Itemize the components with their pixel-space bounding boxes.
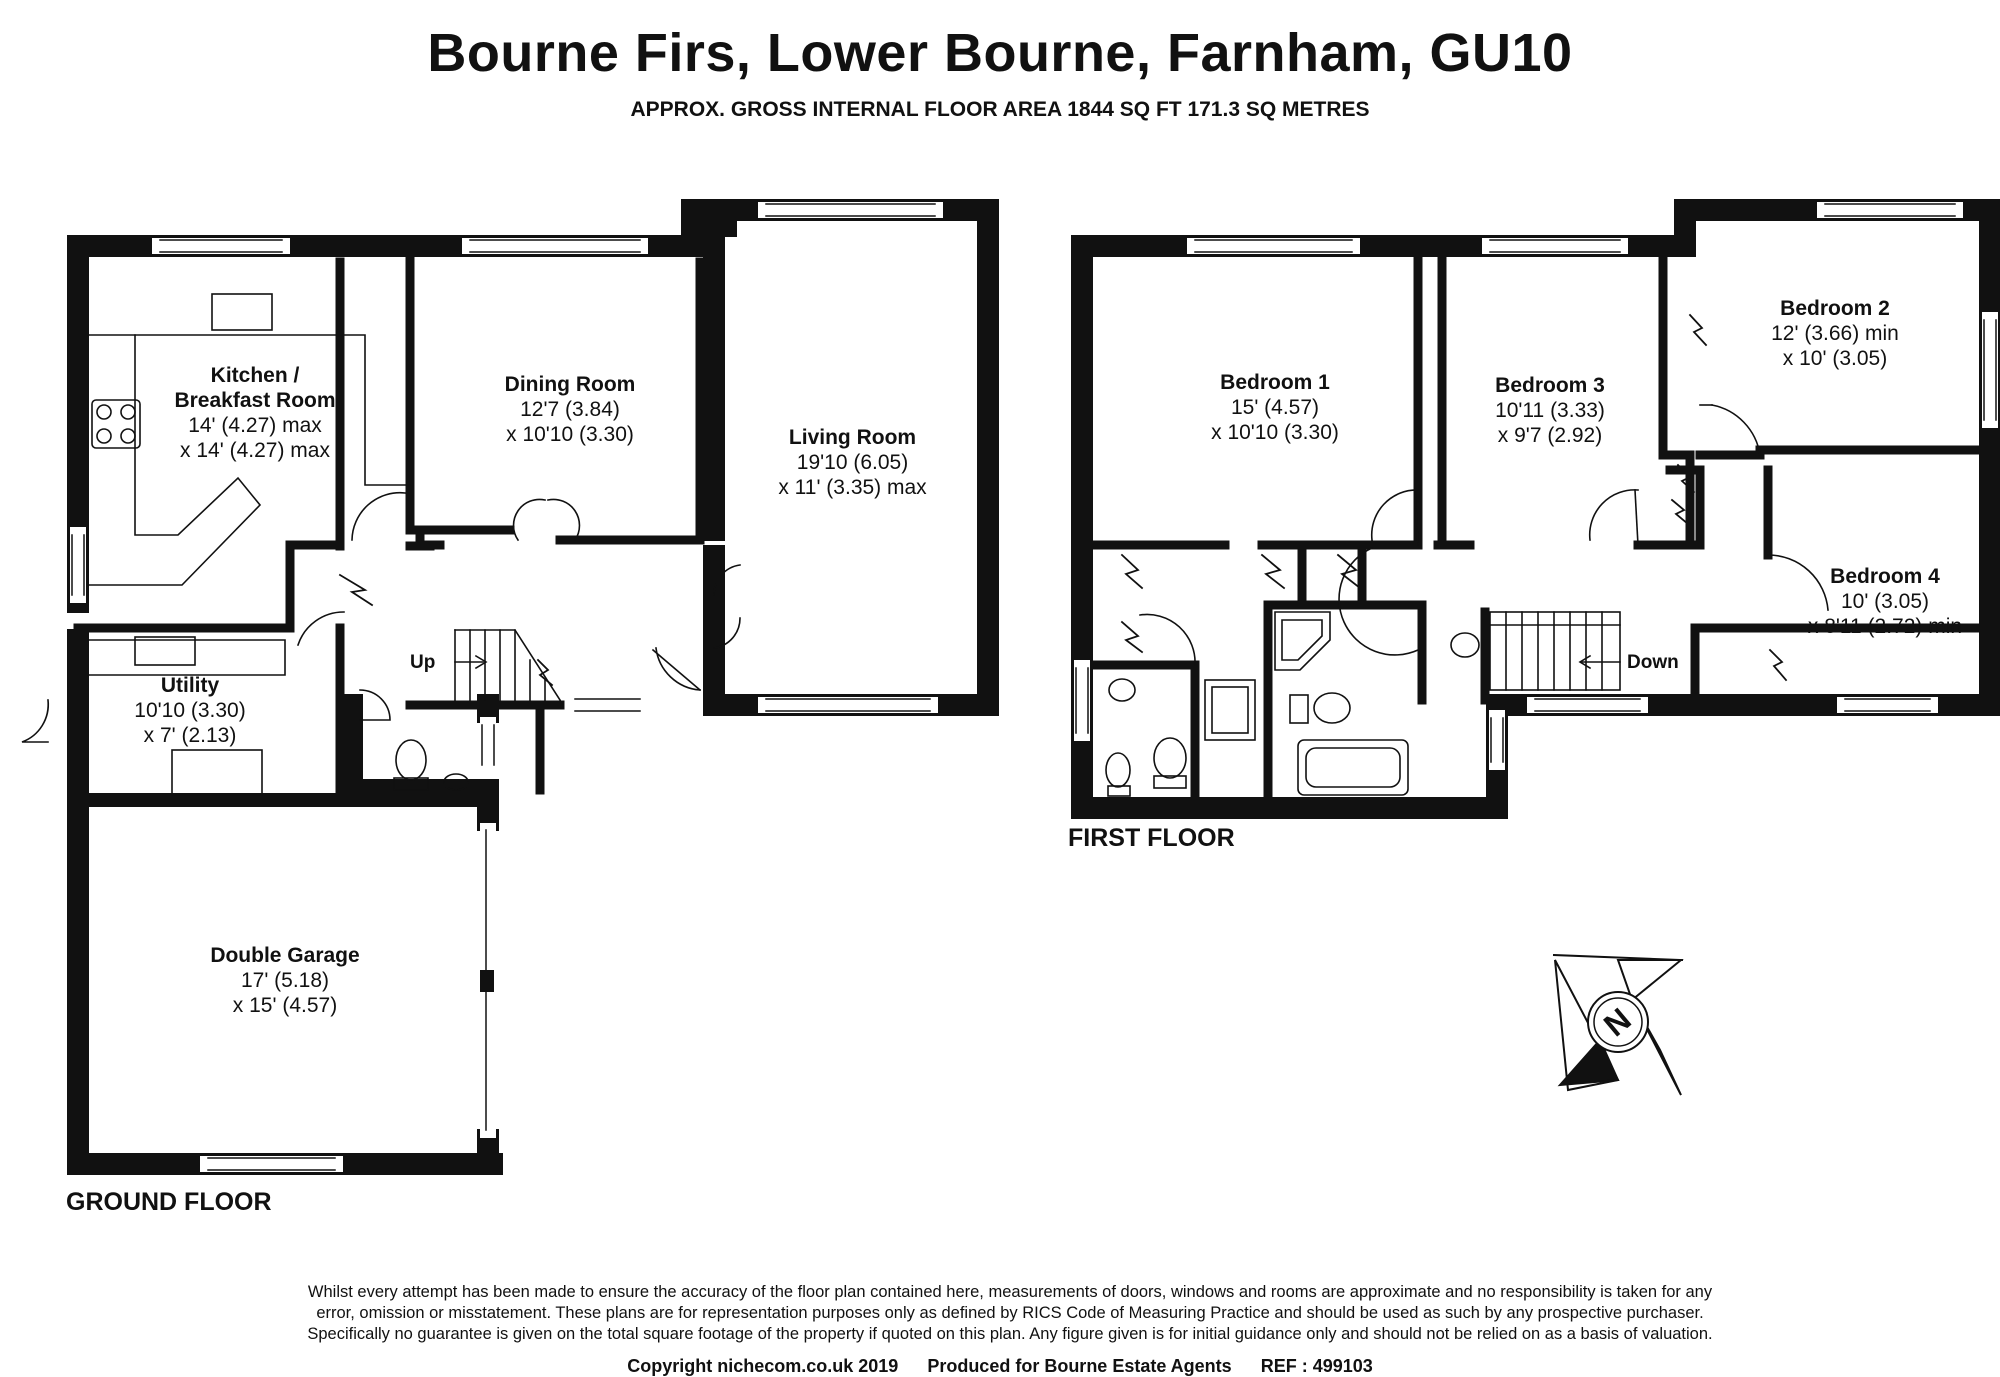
room-utility: Utility 10'10 (3.30) x 7' (2.13) (120, 673, 260, 748)
room-bedroom-3: Bedroom 3 10'11 (3.33) x 9'7 (2.92) (1460, 373, 1640, 448)
room-dimension: x 9'7 (2.92) (1497, 424, 1603, 447)
room-dimension: 10'11 (3.33) (1495, 399, 1605, 422)
first-stairs (1489, 611, 1621, 691)
disclaimer-line: error, omission or misstatement. These p… (316, 1304, 1704, 1322)
first-stair-breaks (1120, 313, 1788, 682)
room-dimension: x 10' (3.05) (1782, 347, 1888, 370)
room-bedroom-1: Bedroom 1 15' (4.57) x 10'10 (3.30) (1180, 370, 1370, 445)
room-name: Bedroom 4 (1830, 565, 1940, 588)
room-dimension: 15' (4.57) (1230, 396, 1320, 419)
room-name: Bedroom 2 (1780, 297, 1890, 320)
disclaimer-line: Whilst every attempt has been made to en… (307, 1283, 1713, 1301)
room-dimension: x 11' (3.35) max (778, 476, 927, 499)
room-name: Double Garage (210, 944, 360, 967)
compass-rose (1552, 953, 1684, 1096)
room-name: Kitchen / (210, 364, 300, 387)
footer-produced-by: Produced for Bourne Estate Agents (927, 1356, 1232, 1376)
room-name: Dining Room (504, 373, 636, 396)
first-window-lines (1075, 203, 1997, 763)
room-name-line2: Breakfast Room (174, 389, 336, 412)
room-dimension: 17' (5.18) (240, 969, 330, 992)
room-kitchen: Kitchen / Breakfast Room 14' (4.27) max … (150, 363, 360, 463)
room-dimension: x 7' (2.13) (143, 724, 237, 747)
page-title: Bourne Firs, Lower Bourne, Farnham, GU10 (427, 23, 1573, 83)
kitchen-counter (87, 293, 411, 796)
room-double-garage: Double Garage 17' (5.18) x 15' (4.57) (180, 943, 390, 1018)
stairs-up-label: Up (410, 652, 436, 673)
room-dimension: x 8'11 (2.72) min (1807, 615, 1963, 638)
room-name: Bedroom 3 (1495, 374, 1605, 397)
room-dimension: 12'7 (3.84) (520, 398, 620, 421)
first-doors (1139, 404, 1829, 666)
footer-reference: REF : 499103 (1260, 1356, 1373, 1376)
ground-stairs (454, 629, 562, 702)
room-dimension: x 15' (4.57) (232, 994, 338, 1017)
room-dining: Dining Room 12'7 (3.84) x 10'10 (3.30) (470, 372, 670, 447)
room-name: Living Room (788, 426, 917, 449)
floor-area-subtitle: APPROX. GROSS INTERNAL FLOOR AREA 1844 S… (630, 98, 1370, 121)
stairs-down-label: Down (1627, 652, 1679, 673)
ground-floor-label: GROUND FLOOR (66, 1188, 272, 1216)
room-bedroom-2: Bedroom 2 12' (3.66) min x 10' (3.05) (1740, 296, 1930, 371)
room-dimension: 14' (4.27) max (188, 414, 322, 437)
room-living: Living Room 19'10 (6.05) x 11' (3.35) ma… (745, 425, 960, 500)
first-bath-fixtures (1105, 611, 1480, 797)
room-dimension: x 10'10 (3.30) (506, 423, 634, 446)
room-bedroom-4: Bedroom 4 10' (3.05) x 8'11 (2.72) min (1790, 564, 1980, 639)
room-dimension: 19'10 (6.05) (796, 451, 909, 474)
room-dimension: 12' (3.66) min (1771, 322, 1899, 345)
first-floor-label: FIRST FLOOR (1068, 824, 1235, 852)
first-floor-windows (1074, 202, 1998, 770)
room-dimension: 10' (3.05) (1840, 590, 1930, 613)
room-dimension: x 14' (4.27) max (180, 439, 330, 462)
room-name: Bedroom 1 (1220, 371, 1330, 394)
disclaimer: Whilst every attempt has been made to en… (230, 1282, 1790, 1345)
room-dimension: x 10'10 (3.30) (1211, 421, 1339, 444)
ground-wc (393, 739, 469, 791)
room-dimension: 10'10 (3.30) (134, 699, 246, 722)
footer-copyright: Copyright nichecom.co.uk 2019 (627, 1356, 899, 1376)
ground-stair-break (338, 573, 554, 687)
ground-doors (21, 491, 741, 743)
room-name: Utility (160, 674, 220, 697)
disclaimer-line: Specifically no guarantee is given on th… (307, 1325, 1713, 1343)
ground-floor-windows (70, 202, 943, 1172)
footer: Copyright nichecom.co.uk 2019 Produced f… (0, 1356, 2000, 1377)
ground-window-lines (71, 203, 936, 1171)
